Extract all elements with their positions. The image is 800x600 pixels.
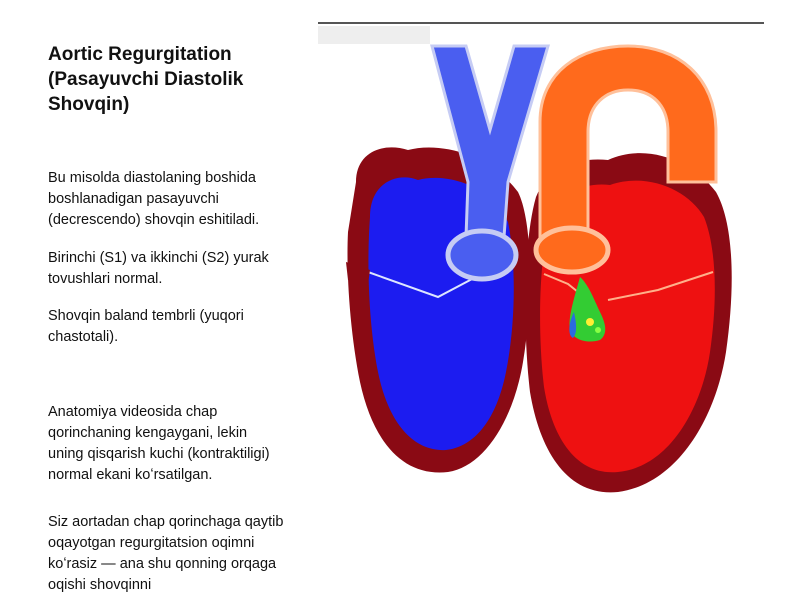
paragraph-decrescendo: Bu misolda diastolaning boshida boshlana… [48, 170, 260, 228]
regurgitant-jet-spot-2 [595, 327, 601, 333]
heart-animation-frame [318, 22, 764, 512]
paragraph-anatomy-video: Anatomiya videosida chap qorinchaning ke… [48, 404, 270, 483]
aortic-root [533, 225, 611, 275]
pulmonary-root [445, 228, 519, 282]
paragraph-heart-sounds: Birinchi (S1) va ikkinchi (S2) yurak tov… [48, 250, 269, 287]
regurgitant-jet-core [569, 312, 577, 338]
regurgitant-jet-spot [586, 318, 594, 326]
paragraph-regurgitant-flow: Siz aortadan chap qorinchaga qaytib oqay… [48, 514, 284, 593]
mitral-valve [607, 271, 714, 301]
pulmonary-trunk [430, 44, 551, 239]
right-heart-flap [346, 262, 370, 284]
heart-diagram [318, 22, 764, 512]
regurgitant-jet [569, 277, 606, 342]
aortic-leaflet [543, 273, 579, 293]
slide-title: Aortic Regurgitation (Pasayuvchi Diastol… [48, 44, 244, 115]
aorta [533, 44, 718, 275]
paragraph-pitch: Shovqin baland tembrli (yuqori chastotal… [48, 308, 244, 345]
regurgitant-jet-flow [569, 277, 606, 342]
aortic-arch [538, 44, 718, 239]
figure-top-bar [318, 26, 430, 44]
pulmonary-artery [430, 44, 551, 282]
